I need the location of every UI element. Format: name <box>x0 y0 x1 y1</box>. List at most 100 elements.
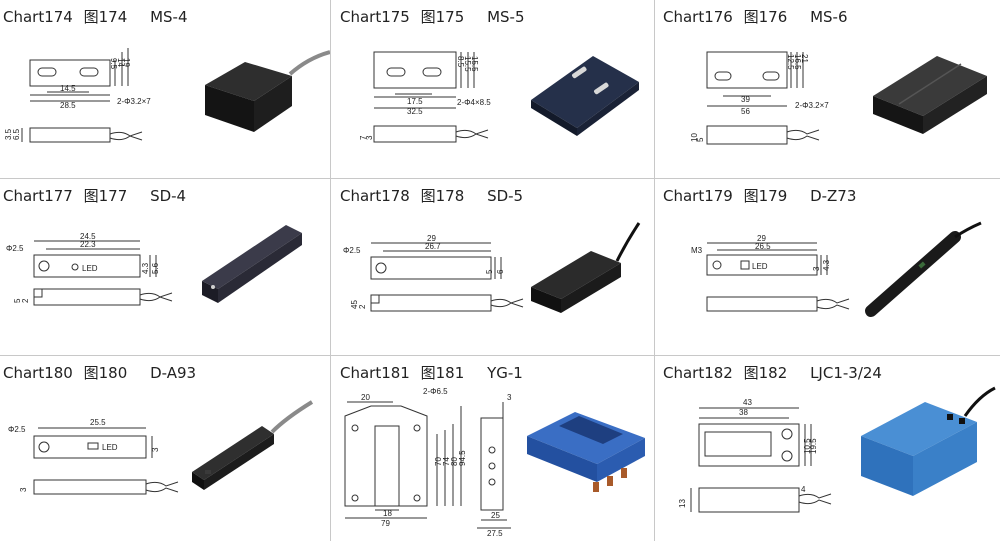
side-view-body <box>33 479 147 495</box>
chart-number: Chart174 <box>3 8 73 26</box>
mount-hole <box>38 441 50 453</box>
product-cell-d-a93: Chart180 图180 D-A93 25.5 Φ2.5 LED 3 3 <box>0 356 330 541</box>
front-view-body <box>344 405 428 507</box>
chart-number: Chart180 <box>3 364 73 382</box>
technical-drawing: 24.5 22.3 Φ2.5 LED 4.3 5.6 5 2 <box>6 225 302 306</box>
mount-slot <box>714 71 732 81</box>
dim-w2: 56 <box>741 107 750 116</box>
dim-s2: 2 <box>358 304 367 309</box>
sensing-face <box>704 431 772 457</box>
top-view-body <box>370 256 492 280</box>
product-photo <box>527 412 645 492</box>
dim-h3: 21 <box>800 54 809 63</box>
chart-number: Chart179 <box>663 187 733 205</box>
dim-h2: 15.5 <box>463 56 472 72</box>
dim-h1: 8.5 <box>456 56 465 68</box>
product-photo <box>873 56 987 134</box>
led-label: LED <box>82 264 98 273</box>
top-view-body <box>706 254 818 276</box>
side-view-body <box>706 296 818 312</box>
dim-w1: 20 <box>361 393 370 402</box>
model-name: SD-4 <box>150 187 187 205</box>
product-photo <box>531 56 639 136</box>
led-label: LED <box>752 262 768 271</box>
dim-h3: 80 <box>450 457 459 466</box>
product-cell-sd-4: Chart177 图177 SD-4 24.5 22.3 Φ2.5 LED 4.… <box>0 179 330 355</box>
dim-s1: 10 <box>690 133 699 142</box>
dim-hole: Φ2.5 <box>6 244 24 253</box>
dim-hole: 2-Φ3.2×7 <box>795 101 829 110</box>
dim-s2: 2 <box>21 298 30 303</box>
dim-hole: Φ2.5 <box>8 425 26 434</box>
dim-h1: 4.3 <box>141 262 150 274</box>
dim-h2: 14 <box>116 58 125 67</box>
chart-number: Chart175 <box>340 8 410 26</box>
side-view-body <box>373 125 457 143</box>
mount-hole <box>712 260 722 270</box>
chart-number: Chart178 <box>340 187 410 205</box>
side-view-body <box>698 487 800 513</box>
side-view-body <box>33 288 141 306</box>
dim-h4: 94.5 <box>458 450 467 466</box>
product-photo <box>205 50 330 132</box>
dim-t3: 27.5 <box>487 529 503 538</box>
cell-header: Chart180 图180 D-A93 <box>3 362 196 383</box>
mount-slot <box>762 71 780 81</box>
product-cell-ms-4: Chart174 图174 MS-4 14.5 28.5 2-Φ3.2×7 9.… <box>0 0 330 178</box>
chart-number-cn: 图177 <box>83 187 128 205</box>
chart-number-cn: 图178 <box>420 187 465 205</box>
dim-s2: 3 <box>365 135 374 140</box>
product-photo <box>865 221 982 317</box>
model-name: MS-6 <box>810 8 848 26</box>
chart-number: Chart182 <box>663 364 733 382</box>
technical-drawing: 20 2-Φ6.5 70 74 80 94.5 18 79 3 25 27.5 <box>344 387 645 538</box>
dim-h2: 4.3 <box>822 259 831 271</box>
dim-b2: 79 <box>381 519 390 528</box>
dim-w2: 32.5 <box>407 107 423 116</box>
chart-number-cn: 图181 <box>420 364 465 382</box>
dim-hole: 2-Φ4×8.5 <box>457 98 491 107</box>
dim-s1: 3.5 <box>4 128 13 140</box>
model-name: MS-5 <box>487 8 525 26</box>
chart-number-cn: 图179 <box>743 187 788 205</box>
model-name: MS-4 <box>150 8 188 26</box>
cell-header: Chart176 图176 MS-6 <box>663 6 847 27</box>
cell-header: Chart175 图175 MS-5 <box>340 6 524 27</box>
mount-slot <box>37 67 57 77</box>
model-name: D-Z73 <box>810 187 857 205</box>
product-photo <box>531 222 641 313</box>
model-name: SD-5 <box>487 187 524 205</box>
mount-slot <box>386 67 406 77</box>
side-view-body <box>370 294 492 312</box>
dim-h1: 5 <box>485 269 494 274</box>
product-photo <box>202 225 302 303</box>
top-view-body <box>373 51 457 89</box>
top-view-body <box>706 51 788 89</box>
side-view-body <box>706 125 788 145</box>
dim-s1: 3 <box>19 487 28 492</box>
grid-divider <box>654 0 655 541</box>
technical-drawing: 14.5 28.5 2-Φ3.2×7 9.5 14 19 3.5 6.5 <box>4 48 330 143</box>
dim-w2: 38 <box>739 408 748 417</box>
cell-header: Chart182 图182 LJC1-3/24 <box>663 362 882 383</box>
chart-number-cn: 图174 <box>83 8 128 26</box>
dim-w1: 25.5 <box>90 418 106 427</box>
technical-drawing: 25.5 Φ2.5 LED 3 3 <box>8 400 314 495</box>
dim-s1: 13 <box>678 499 687 508</box>
product-cell-ms-6: Chart176 图176 MS-6 39 56 2-Φ3.2×7 12.5 1… <box>655 0 1000 178</box>
chart-number-cn: 图180 <box>83 364 128 382</box>
dim-h2: 19.5 <box>809 438 818 454</box>
product-cell-yg-1: Chart181 图181 YG-1 20 2-Φ6.5 70 74 <box>331 356 654 541</box>
dim-w2: 22.3 <box>80 240 96 249</box>
dim-h1: 12.5 <box>786 54 795 70</box>
dim-hole: 2-Φ3.2×7 <box>117 97 151 106</box>
product-cell-ljc1-3-24: Chart182 图182 LJC1-3/24 43 38 10.5 19.5 … <box>655 356 1000 541</box>
dim-s2: 4 <box>801 485 806 494</box>
technical-drawing: 39 56 2-Φ3.2×7 12.5 16.5 21 10 5 <box>690 51 987 145</box>
chart-number: Chart176 <box>663 8 733 26</box>
cell-header: Chart178 图178 SD-5 <box>340 185 523 206</box>
mount-hole <box>38 260 50 272</box>
technical-drawing: 29 26.5 M3 LED 3 4.3 <box>691 221 982 317</box>
chart-number: Chart177 <box>3 187 73 205</box>
cell-header: Chart174 图174 MS-4 <box>3 6 187 27</box>
